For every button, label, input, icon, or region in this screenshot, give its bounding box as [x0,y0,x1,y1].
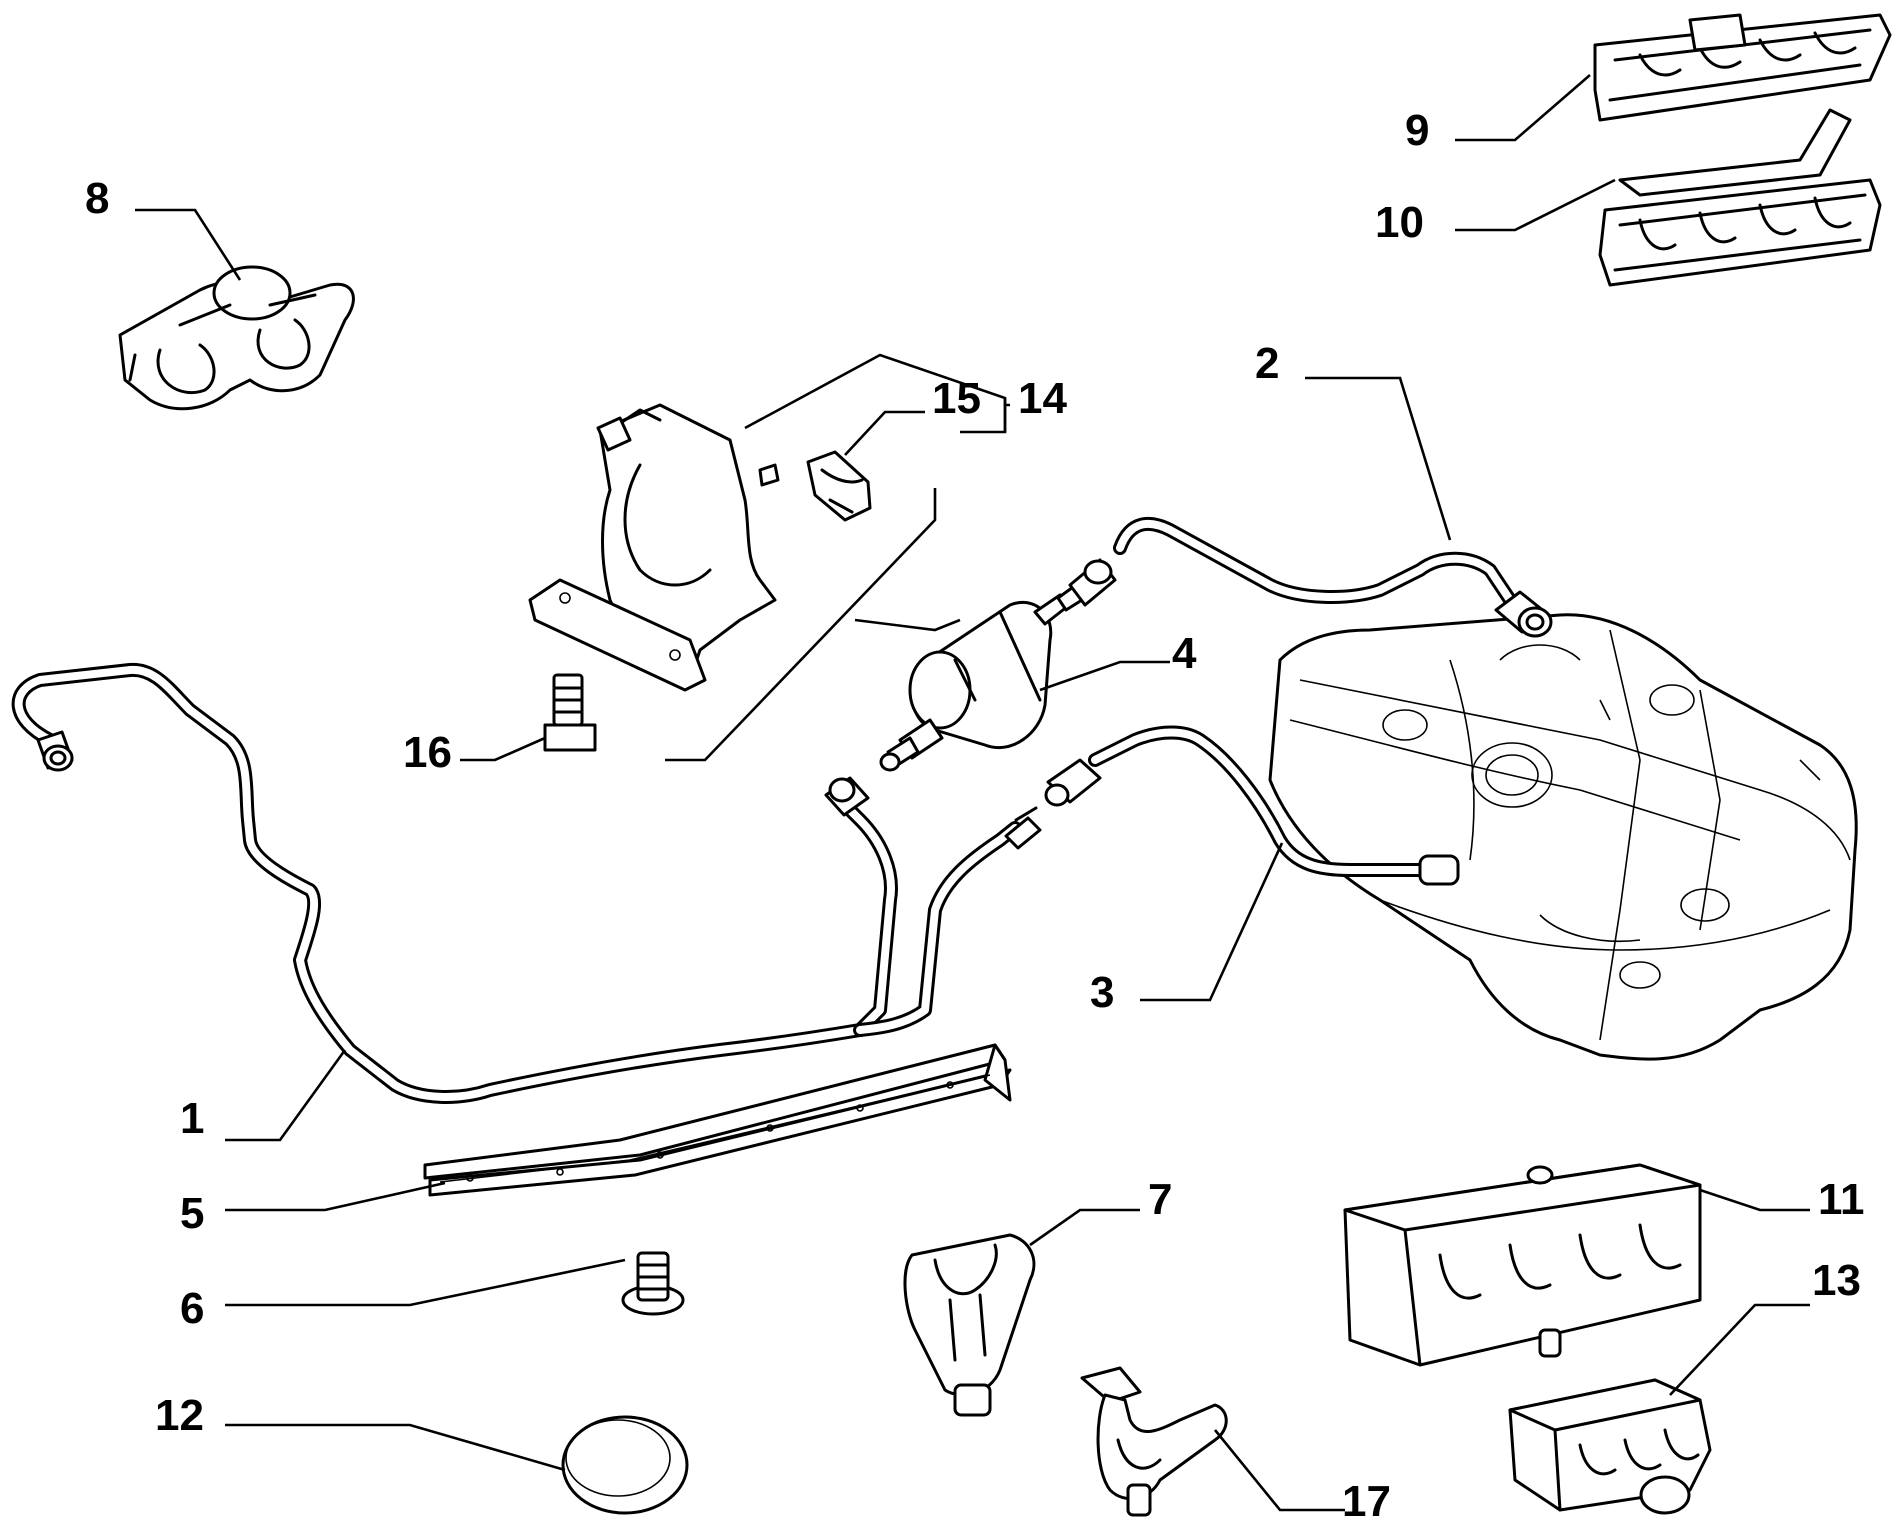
leader-8 [135,208,242,281]
leader-10 [1455,178,1616,232]
leader-3 [1140,842,1284,1002]
leader-7 [1029,1208,1140,1247]
fuel-pipe-2 [1113,517,1553,638]
leader-15 [844,410,925,456]
filter-bracket-14 [528,403,780,692]
screw-6 [621,1251,685,1316]
callout-11: 11 [1818,1175,1865,1224]
leader-lines [135,74,1810,1512]
leader-filter-group [665,488,937,762]
callout-13: 13 [1812,1256,1861,1305]
callout-3: 3 [1090,968,1114,1017]
callout-1: 1 [180,1094,204,1143]
callout-10: 10 [1375,198,1424,247]
leader-6 [225,1258,626,1307]
fuel-pipe-3 [1044,725,1460,886]
leader-11 [1699,1188,1810,1212]
callout-6: 6 [180,1284,204,1333]
callout-17: 17 [1342,1477,1391,1526]
double-clip-8 [118,265,355,411]
callout-12: 12 [155,1391,204,1440]
callout-9: 9 [1405,106,1429,155]
pipe-clip-7 [903,1233,1036,1417]
callout-15: 15 [932,374,981,423]
callout-4: 4 [1172,629,1197,678]
multi-clip-11 [1343,1163,1702,1367]
callout-2: 2 [1255,339,1279,388]
leader-1 [225,1049,347,1142]
small-clip-15 [806,450,872,522]
leader-9 [1455,74,1591,142]
callout-16: 16 [403,728,452,777]
callout-8: 8 [85,174,109,223]
multi-clip-10 [1598,108,1882,287]
callout-7: 7 [1148,1175,1172,1224]
leader-12 [225,1423,566,1472]
pipe-clip-17 [1080,1366,1228,1517]
leader-13 [1669,1303,1810,1396]
leader-17 [1213,1429,1345,1512]
callout-5: 5 [180,1189,204,1238]
leader-2 [1305,376,1452,541]
callout-labels: 1 2 3 4 5 6 7 8 9 10 11 12 13 14 15 16 1… [85,106,1865,1526]
multi-clip-9 [1593,13,1892,122]
grommet-12 [561,1415,689,1515]
multi-clip-13 [1508,1378,1712,1515]
leader-4 [1039,660,1170,692]
callout-14: 14 [1018,374,1067,423]
leader-5 [225,1181,446,1212]
fuel-tank [1268,613,1858,1061]
fuel-filter-4 [879,558,1117,772]
bolt-16 [543,673,597,752]
leader-filter-tie [854,618,961,632]
fuel-pipe-1 [11,662,1042,1104]
support-rail-5 [423,1043,1012,1197]
leader-16 [460,736,546,762]
